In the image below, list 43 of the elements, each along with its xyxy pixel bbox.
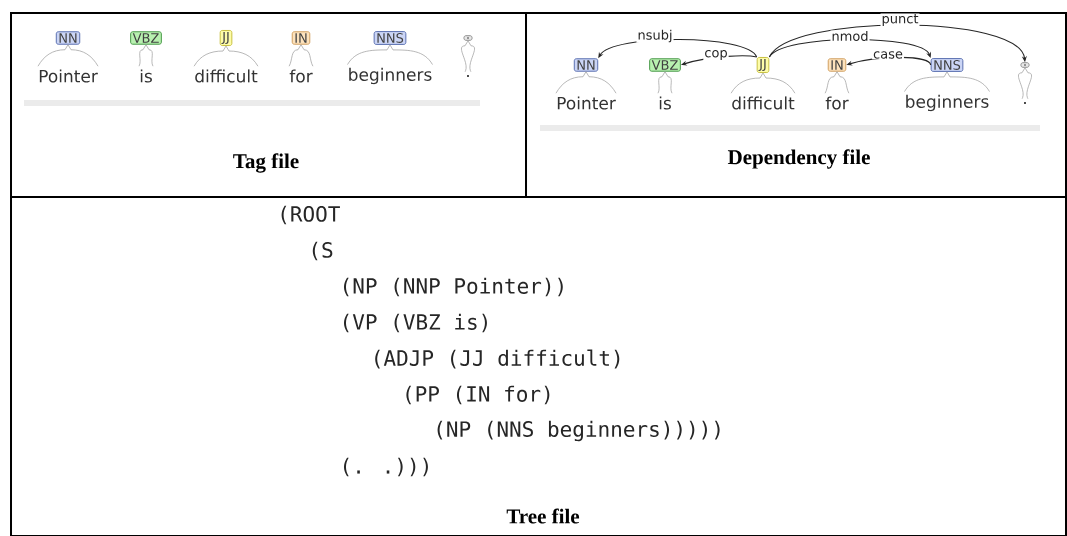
code-line: (S bbox=[312, 241, 333, 261]
word: Pointer bbox=[557, 96, 616, 110]
tag-badge: IN bbox=[827, 58, 847, 72]
code-line: (NP (NNP Pointer)) bbox=[344, 277, 563, 297]
code-line: (. .))) bbox=[344, 457, 428, 477]
edge-label: case bbox=[873, 51, 903, 59]
tag-badge: . bbox=[1020, 62, 1030, 68]
word: difficult bbox=[732, 96, 795, 110]
word: for bbox=[289, 69, 313, 83]
tag-badge: JJ bbox=[756, 56, 770, 74]
code-line: (PP (IN for) bbox=[406, 385, 550, 405]
code-line: (ADJP (JJ difficult) bbox=[375, 349, 620, 369]
word: . bbox=[1024, 101, 1026, 105]
word: . bbox=[467, 74, 469, 78]
word: is bbox=[140, 69, 152, 83]
tag-badge: JJ bbox=[219, 29, 233, 47]
panel bbox=[525, 12, 1067, 198]
tag-badge: NNS bbox=[930, 58, 964, 72]
panel bbox=[10, 12, 527, 198]
panel-title: Tag file bbox=[233, 153, 299, 173]
code-line: (NP (NNS beginners))))) bbox=[437, 420, 720, 442]
word: difficult bbox=[195, 69, 258, 83]
edge-label: nsubj bbox=[638, 29, 672, 43]
code-line: (ROOT bbox=[281, 205, 340, 225]
word: beginners bbox=[906, 94, 989, 112]
panel-title: Dependency file bbox=[727, 149, 870, 169]
tag-badge: . bbox=[463, 35, 473, 41]
word: beginners bbox=[349, 67, 432, 85]
tag-badge: NNS bbox=[373, 31, 407, 45]
tag-badge: NN bbox=[55, 31, 81, 45]
edge-label: nmod bbox=[832, 30, 868, 42]
word: for bbox=[825, 96, 849, 110]
code-line: (VP (VBZ is) bbox=[344, 313, 487, 333]
edge-label: punct bbox=[882, 14, 919, 26]
panel bbox=[10, 196, 1067, 536]
tag-badge: IN bbox=[291, 31, 311, 45]
tag-badge: VBZ bbox=[649, 58, 681, 72]
tag-badge: VBZ bbox=[130, 31, 162, 45]
word: Pointer bbox=[39, 69, 98, 83]
word: is bbox=[659, 96, 671, 110]
edge-label: cop bbox=[705, 50, 727, 60]
panel-title: Tree file bbox=[506, 508, 580, 524]
tag-badge: NN bbox=[573, 58, 599, 72]
